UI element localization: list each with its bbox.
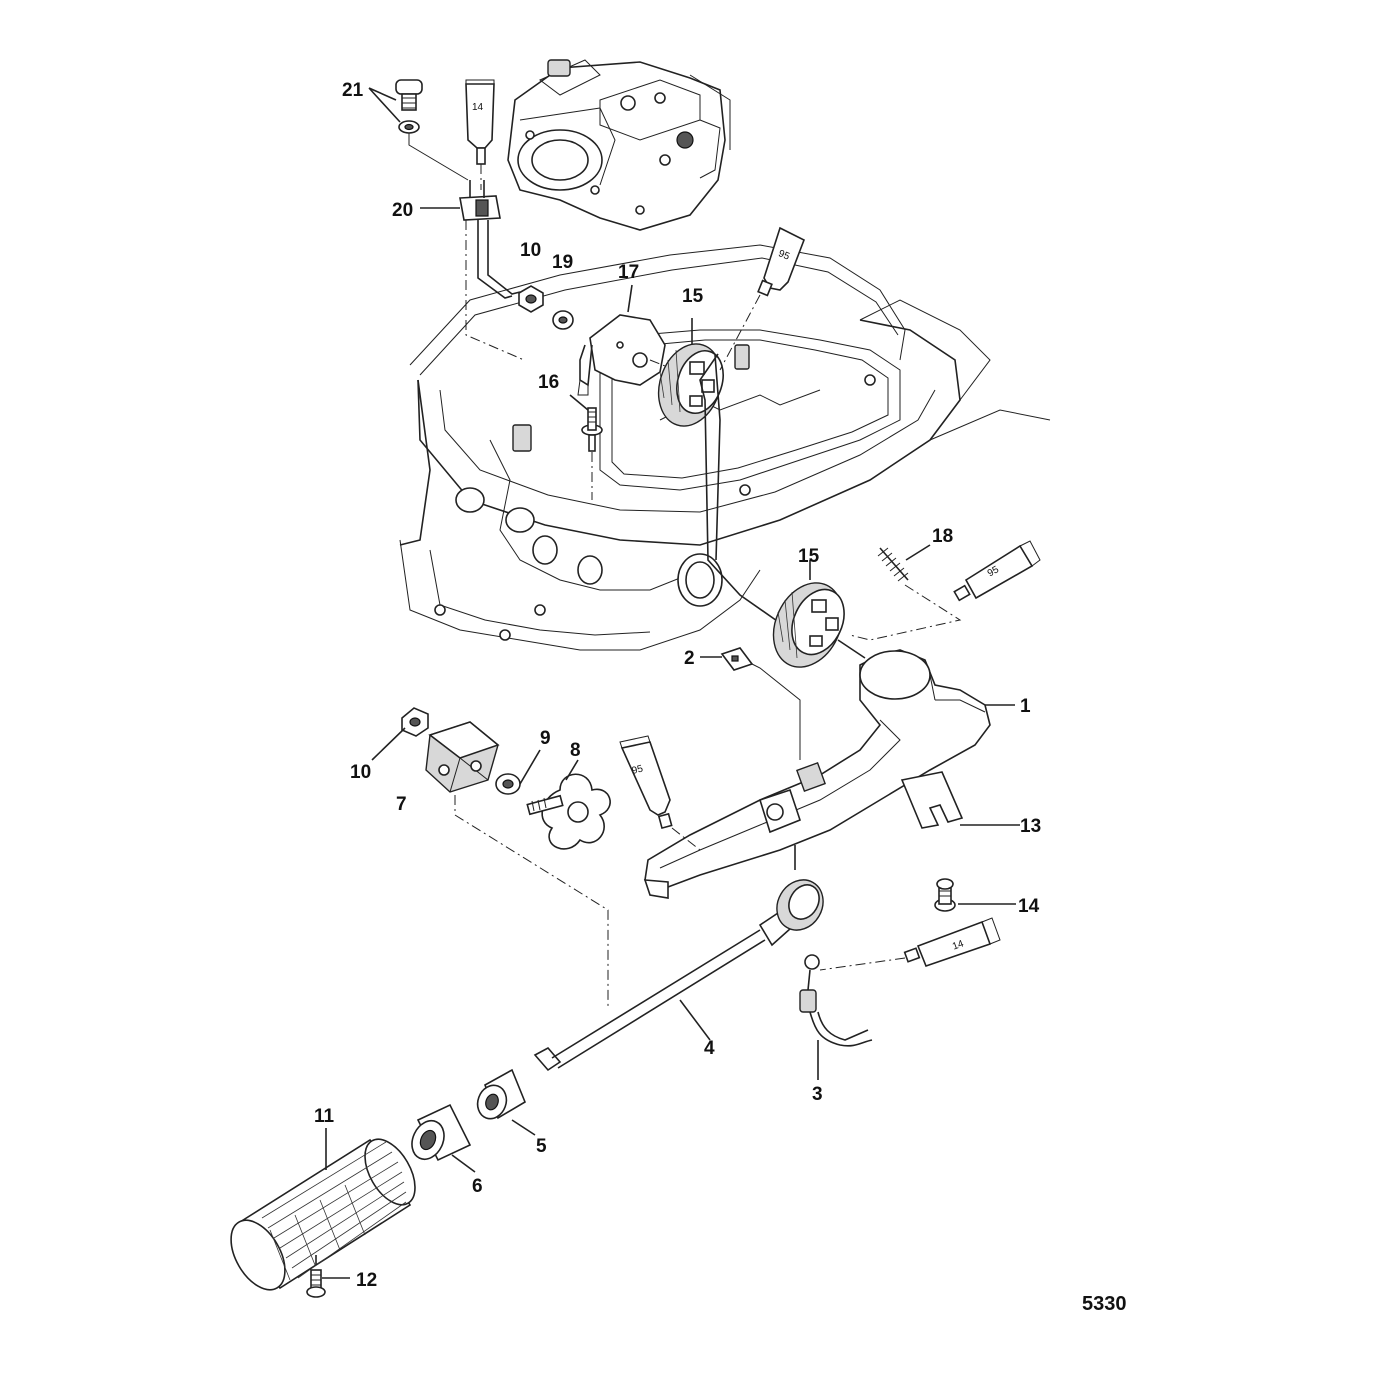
part-18-spring <box>849 544 962 641</box>
callout-14: 14 <box>1018 896 1040 917</box>
tube-label-14-lower: 14 <box>951 938 966 952</box>
tube-95-middle <box>619 735 701 851</box>
callout-20: 20 <box>392 200 413 221</box>
tube-14-top <box>465 79 495 190</box>
callout-13: 13 <box>1020 816 1041 837</box>
figure-number: 5330 <box>1082 1293 1127 1315</box>
tube-95-right <box>953 540 1041 602</box>
callout-10-top: 10 <box>520 240 541 261</box>
callout-16: 16 <box>538 372 559 393</box>
part-14-screw <box>934 878 1016 912</box>
callout-9: 9 <box>540 728 551 749</box>
part-15-lower-gear <box>772 560 866 668</box>
callout-11: 11 <box>314 1106 335 1127</box>
part-11-grip <box>230 1128 416 1291</box>
callout-8: 8 <box>570 740 581 761</box>
bottom-cowl <box>399 244 1051 651</box>
part-7-block <box>425 721 609 1008</box>
callout-18: 18 <box>932 526 953 547</box>
callout-6: 6 <box>472 1176 483 1197</box>
callout-5: 5 <box>536 1136 547 1157</box>
part-4-throttle-shaft <box>533 845 824 1072</box>
part-20-clamp-wire <box>420 180 525 361</box>
callout-4: 4 <box>704 1038 715 1059</box>
callout-2: 2 <box>684 648 695 669</box>
part-21-screw-washer <box>368 79 469 181</box>
callout-labels: 21 20 10 19 17 15 16 18 15 2 1 10 9 8 7 … <box>314 80 1041 1291</box>
part-13-plate <box>900 771 1020 829</box>
part-3-stop-wire <box>799 954 873 1080</box>
callout-15-lower: 15 <box>798 546 820 567</box>
part-9-washer <box>495 749 541 795</box>
part-2-clip <box>700 647 801 760</box>
part-16-stud <box>569 394 603 500</box>
callout-7: 7 <box>396 794 407 815</box>
part-6-sleeve <box>411 1103 476 1173</box>
part-5-bushing <box>476 1068 536 1136</box>
callout-15-top: 15 <box>682 286 704 307</box>
part-10-nut-top <box>518 285 544 313</box>
tube-label-95-top: 95 <box>777 248 792 263</box>
part-8-knob <box>526 759 611 850</box>
part-1-tiller-handle <box>643 649 1015 899</box>
part-12-screw <box>306 1255 350 1298</box>
tube-95-top <box>719 226 806 371</box>
tube-label-95-right: 95 <box>986 564 1002 579</box>
callout-19: 19 <box>552 252 573 273</box>
part-15-top-gear <box>657 318 791 631</box>
callout-21: 21 <box>342 80 364 101</box>
callout-12: 12 <box>356 1270 377 1291</box>
tube-labels: 14 95 95 95 14 <box>472 102 1001 953</box>
callout-3: 3 <box>812 1084 823 1105</box>
callout-1: 1 <box>1020 696 1031 717</box>
tube-14-lower <box>819 917 1001 971</box>
callout-17: 17 <box>618 262 639 283</box>
part-10-nut-lower <box>371 707 429 761</box>
carburetor <box>507 59 731 231</box>
tube-label-14-top: 14 <box>472 102 484 113</box>
part-19-washer <box>552 310 574 330</box>
tube-label-95-middle: 95 <box>631 763 645 777</box>
part-17-plate <box>577 284 671 396</box>
callout-10-lower: 10 <box>350 762 371 783</box>
